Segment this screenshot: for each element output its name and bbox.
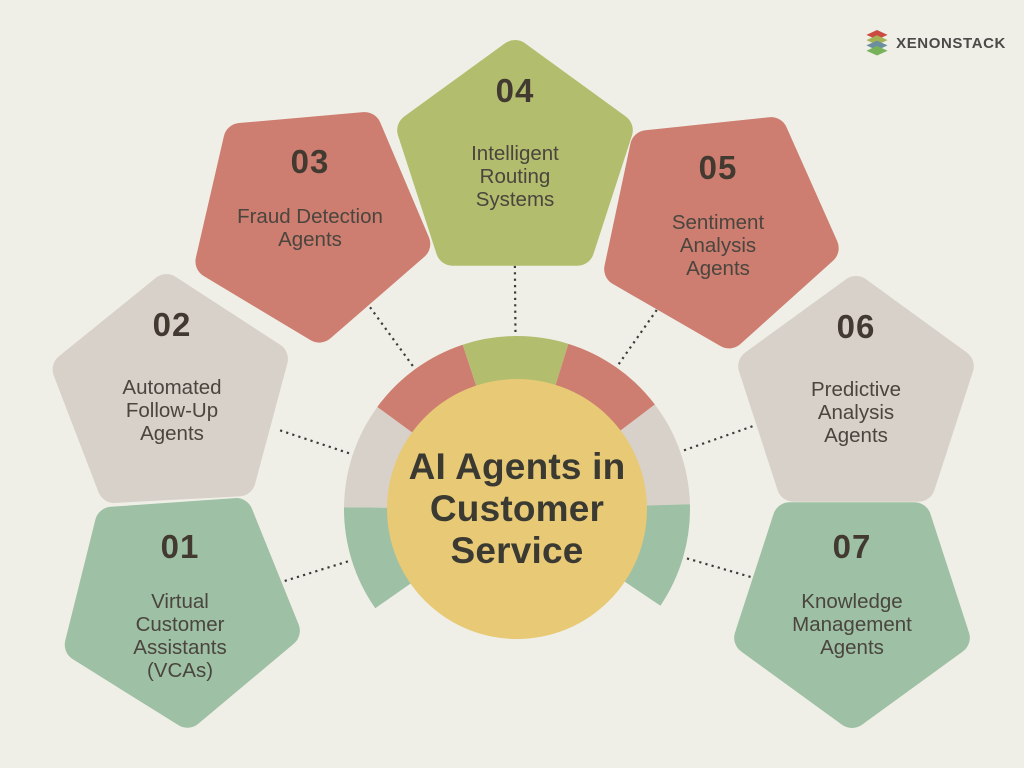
ring-segment	[344, 507, 419, 609]
ring-segment	[616, 504, 690, 606]
node-number: 05	[698, 149, 738, 186]
node-number: 07	[832, 528, 872, 565]
ring-segment	[612, 404, 690, 506]
node-number: 01	[160, 528, 200, 565]
stacked-layers-icon	[866, 30, 888, 56]
ring-segment	[377, 344, 480, 439]
ring-segment	[344, 406, 421, 508]
pentagon-shape	[52, 274, 288, 503]
pentagon-shape	[738, 276, 974, 502]
pentagon-shape	[64, 498, 300, 728]
title-line: Customer	[429, 488, 605, 529]
node-number: 03	[290, 143, 330, 180]
node-number: 04	[495, 72, 535, 109]
title-line: AI Agents in	[408, 446, 626, 487]
ring-segment	[462, 335, 569, 396]
xenonstack-logo: XENONSTACK	[865, 30, 1006, 57]
title-line: Service	[450, 530, 584, 571]
pentagon-shape	[734, 502, 970, 728]
pentagon-shape	[195, 112, 431, 343]
logo-text: XENONSTACK	[896, 35, 1006, 52]
diagram-title: AI Agents in Customer Service	[409, 446, 626, 572]
node-number: 06	[836, 308, 876, 345]
center-circle: AI Agents in Customer Service	[387, 379, 647, 639]
pentagon-shape	[397, 40, 633, 266]
pentagon-shape	[604, 117, 839, 349]
ring-segment	[552, 343, 655, 437]
node-number: 02	[152, 306, 192, 343]
